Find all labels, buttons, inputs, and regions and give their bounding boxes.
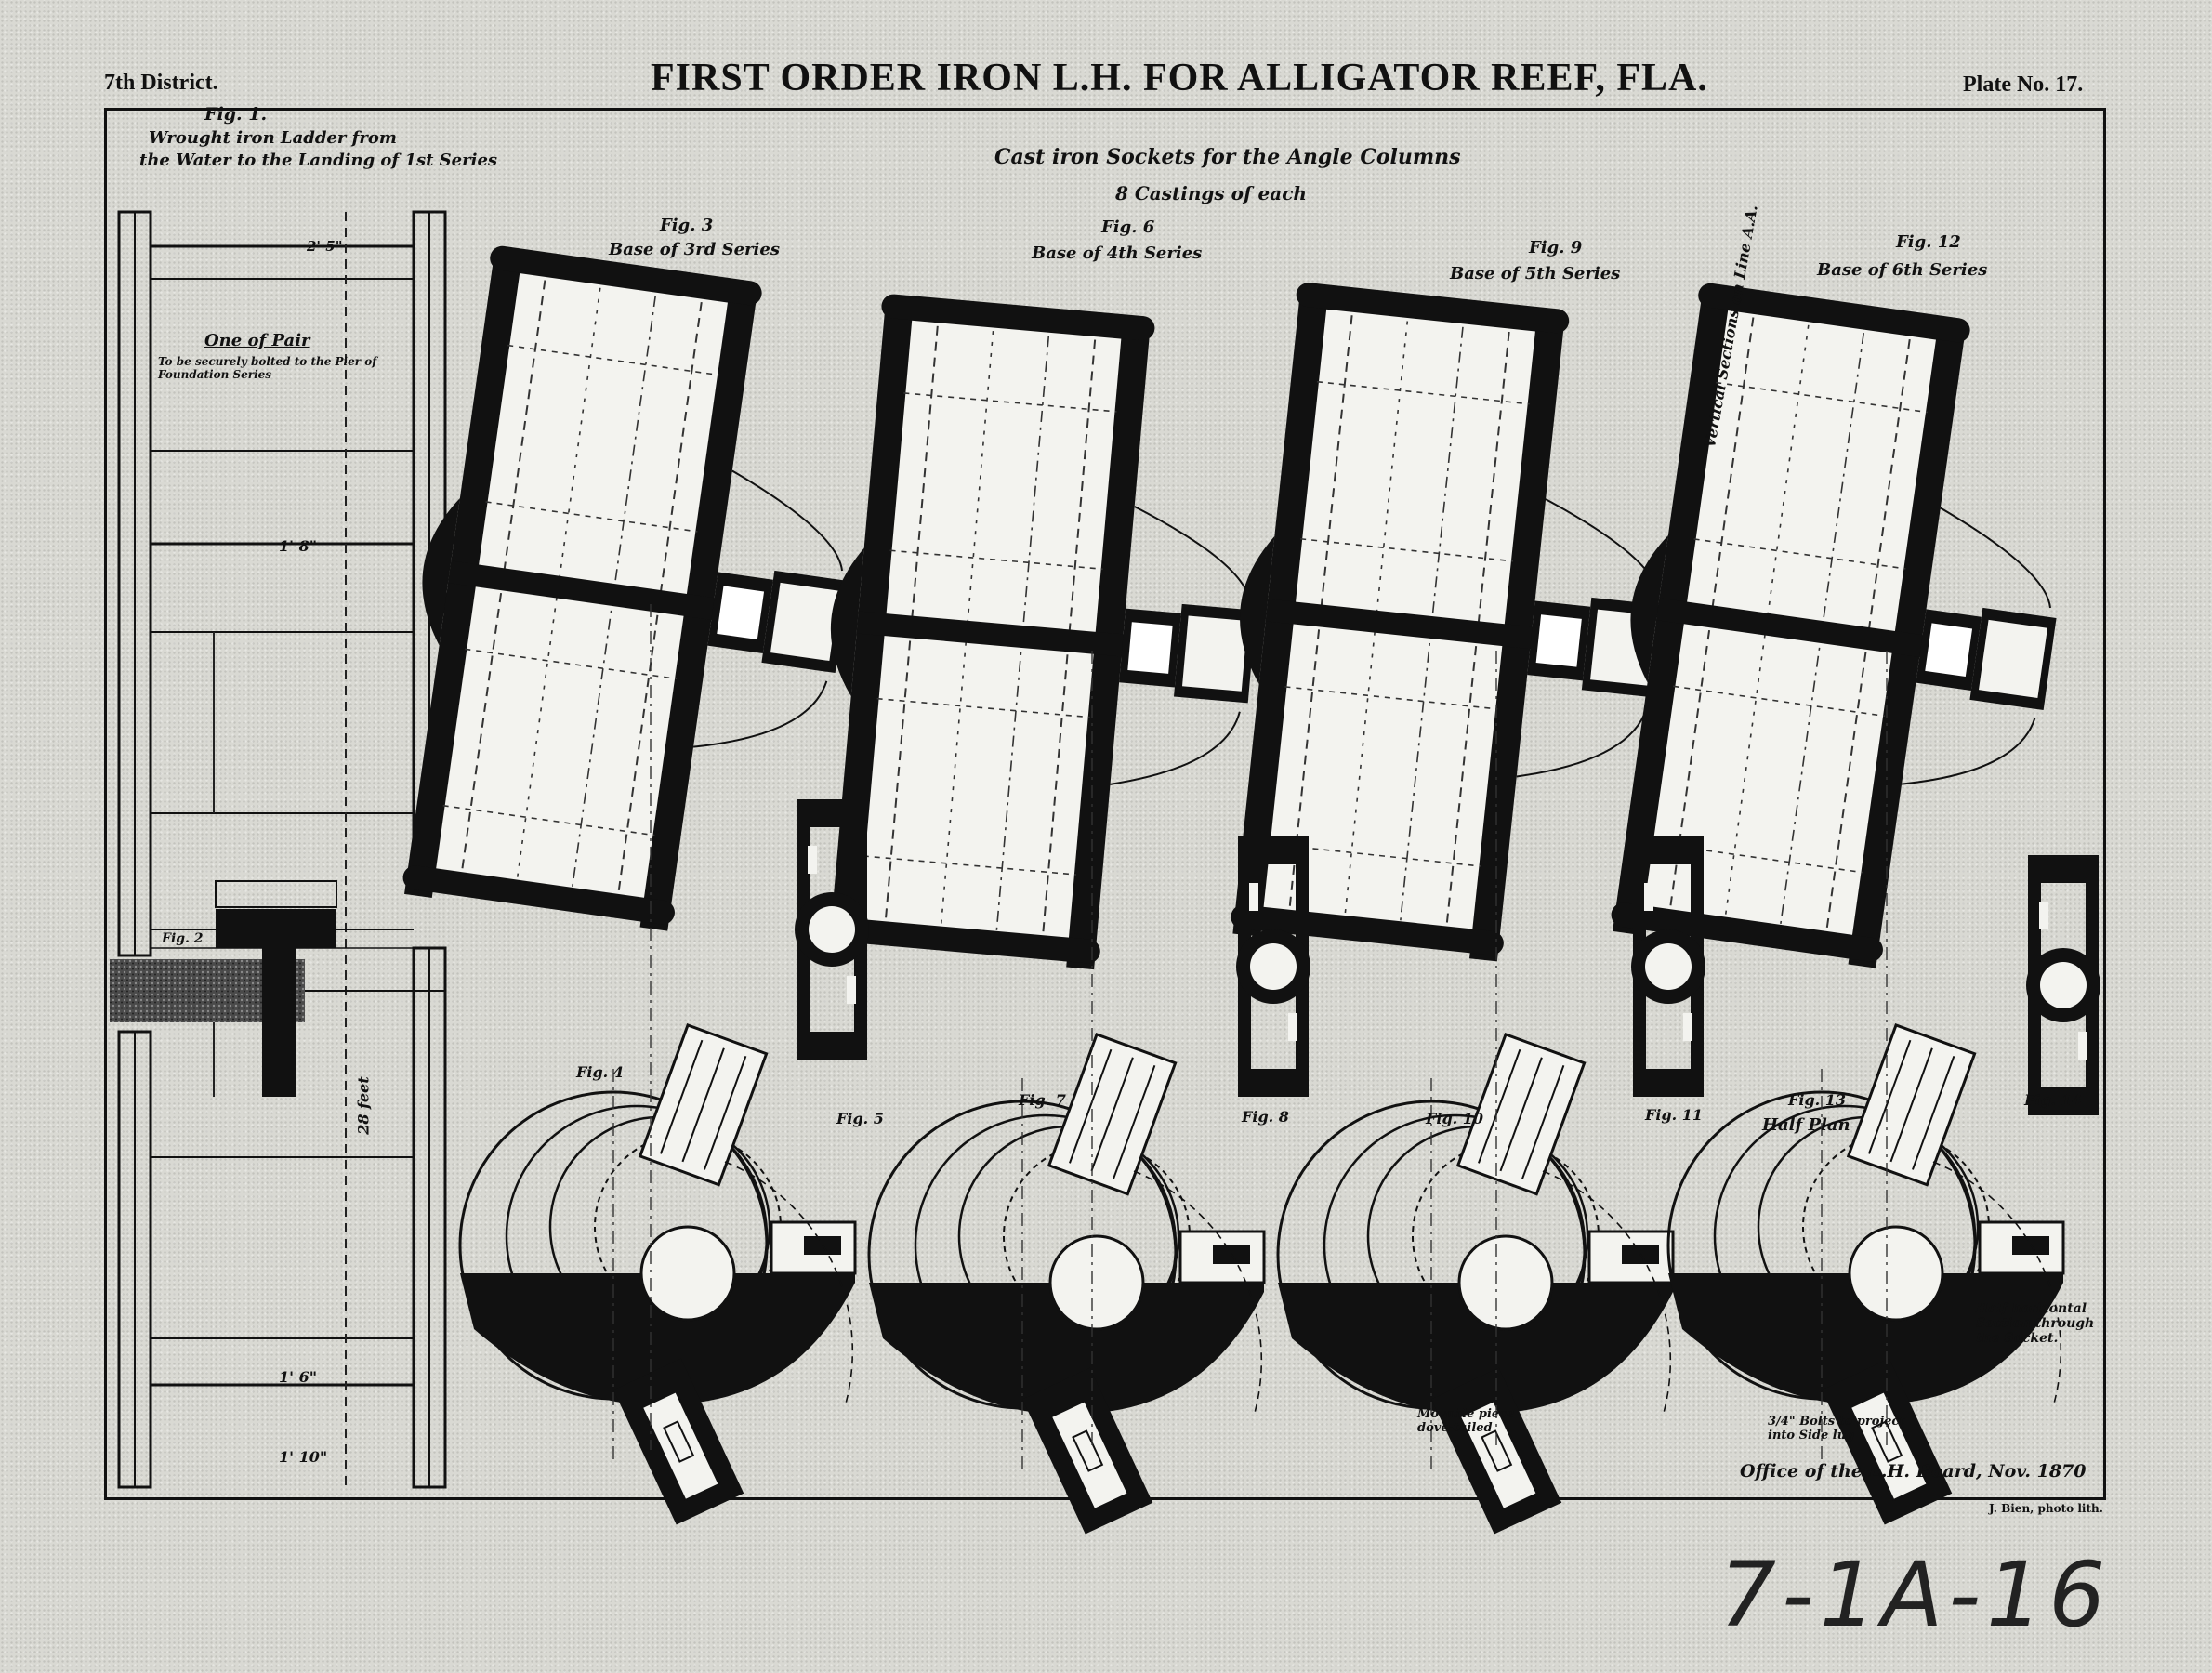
fig6-caption: Base of 4th Series bbox=[1032, 244, 1203, 263]
ladder-note-title: One of Pair bbox=[204, 331, 310, 350]
fig13-label: Fig. 13 bbox=[1788, 1091, 1847, 1109]
fig2-drawing bbox=[110, 880, 446, 1097]
fig3-caption: Base of 3rd Series bbox=[609, 240, 780, 259]
ladder-drawing bbox=[117, 210, 447, 1489]
fig4-label: Fig. 4 bbox=[576, 1063, 624, 1081]
ladder-dim-total: 28 feet bbox=[354, 1076, 373, 1135]
fig11-label: Fig. 11 bbox=[1645, 1106, 1704, 1124]
fig3-label: Fig. 3 bbox=[660, 216, 714, 235]
fig2-label: Fig. 2 bbox=[162, 931, 204, 946]
main-caption-line2: 8 Castings of each bbox=[1115, 182, 1307, 204]
fig8-label: Fig. 8 bbox=[1242, 1108, 1289, 1126]
fig1-label: Fig. 1. bbox=[204, 104, 268, 125]
plate-title: FIRST ORDER IRON L.H. FOR ALLIGATOR REEF… bbox=[651, 57, 1708, 99]
fig5-label: Fig. 5 bbox=[836, 1110, 884, 1127]
ladder-dim-bottom2: 1' 10" bbox=[279, 1448, 328, 1466]
fig6-label: Fig. 6 bbox=[1101, 217, 1155, 237]
fig9-label: Fig. 9 bbox=[1529, 238, 1583, 257]
office-note: Office of the L.H. Board, Nov. 1870 bbox=[1740, 1461, 2087, 1482]
horizontal-section-note: Half horizontal Section through the Sock… bbox=[1976, 1301, 2095, 1346]
movable-piece-note: Movable piece dove-tailed bbox=[1417, 1407, 1515, 1435]
fig12-caption: Base of 6th Series bbox=[1817, 260, 1988, 280]
main-caption-line1: Cast iron Sockets for the Angle Columns bbox=[994, 145, 1461, 169]
fig10-label: Fig. 10 bbox=[1426, 1110, 1484, 1127]
bolts-note: 3/4" Bolts to project into Side lug bbox=[1768, 1415, 1905, 1442]
ladder-dim-mid: 1' 8" bbox=[279, 537, 318, 555]
district-label: 7th District. bbox=[104, 71, 218, 95]
ladder-dim-bottom1: 1' 6" bbox=[279, 1368, 318, 1386]
catalog-mark: 7-1A-16 bbox=[1719, 1543, 2112, 1647]
lithographer-credit: J. Bien, photo lith. bbox=[1989, 1502, 2103, 1515]
fig14-label: Fig. 14 bbox=[2024, 1091, 2083, 1109]
fig12-label: Fig. 12 bbox=[1896, 232, 1961, 252]
fig1-caption-line2: the Water to the Landing of 1st Series bbox=[139, 151, 498, 170]
fig9-caption: Base of 5th Series bbox=[1450, 264, 1621, 283]
plate-number: Plate No. 17. bbox=[1963, 72, 2084, 97]
half-plan-note: Half Plan bbox=[1762, 1115, 1850, 1135]
ladder-note-body: To be securely bolted to the Pier of Fou… bbox=[158, 355, 377, 381]
fig7-label: Fig. 7 bbox=[1019, 1091, 1066, 1109]
fig1-caption-line1: Wrought iron Ladder from bbox=[149, 128, 397, 148]
ladder-dim-top: 2' 5" bbox=[307, 238, 343, 255]
